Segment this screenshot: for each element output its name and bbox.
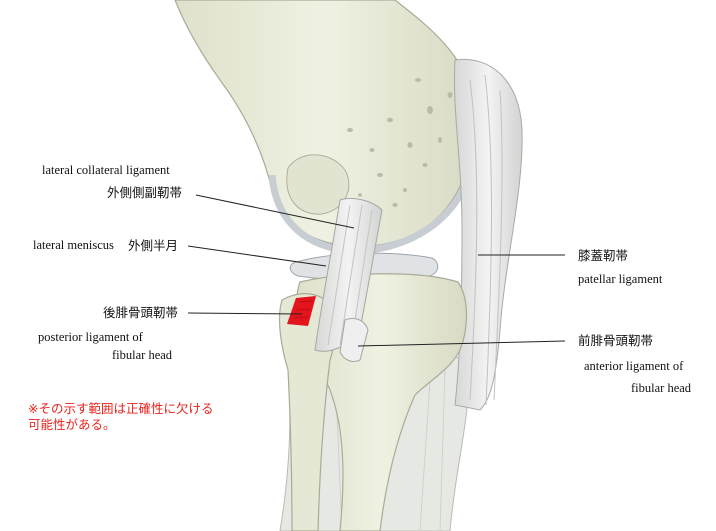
label-patellar-en: patellar ligament <box>578 272 663 286</box>
anterior-fibular-ligament-shape <box>339 317 369 363</box>
label-anterior-fibular-en-1: anterior ligament of <box>584 359 684 373</box>
accuracy-note-line-2: 可能性がある。 <box>28 416 116 432</box>
leader-posterior-fibular <box>187 312 303 315</box>
leader-lateral-collateral <box>195 194 355 229</box>
accuracy-note-line-1: ※その示す範囲は正確性に欠ける <box>28 401 214 416</box>
label-anterior-fibular-jp: 前腓骨頭靭帯 <box>578 333 654 348</box>
patellar-ligament-fibers <box>469 74 503 406</box>
posterior-fibular-ligament-highlight <box>287 296 316 326</box>
patellar-ligament-shape <box>453 58 523 411</box>
leader-lateral-meniscus <box>187 245 327 267</box>
label-lateral-collateral-en: lateral collateral ligament <box>42 163 170 177</box>
leader-anterior-fibular <box>357 340 566 347</box>
label-lateral-collateral-jp: 外側側副靭帯 <box>107 185 183 200</box>
lateral-collateral-ligament-shape <box>314 197 383 352</box>
bone-pores <box>347 78 453 207</box>
label-patellar-jp: 膝蓋靭帯 <box>578 248 629 263</box>
label-anterior-fibular-en-2: fibular head <box>631 381 692 395</box>
leader-lines <box>187 194 566 347</box>
label-lateral-meniscus-jp: 外側半月 <box>128 238 179 253</box>
label-lateral-meniscus-en: lateral meniscus <box>33 238 114 252</box>
femoral-condyle <box>286 154 350 215</box>
accuracy-note: ※その示す範囲は正確性に欠ける 可能性がある。 <box>28 401 213 432</box>
label-posterior-fibular-en-2: fibular head <box>112 348 173 362</box>
label-posterior-fibular-jp: 後腓骨頭靭帯 <box>103 305 179 320</box>
label-posterior-fibular-en-1: posterior ligament of <box>38 330 143 344</box>
